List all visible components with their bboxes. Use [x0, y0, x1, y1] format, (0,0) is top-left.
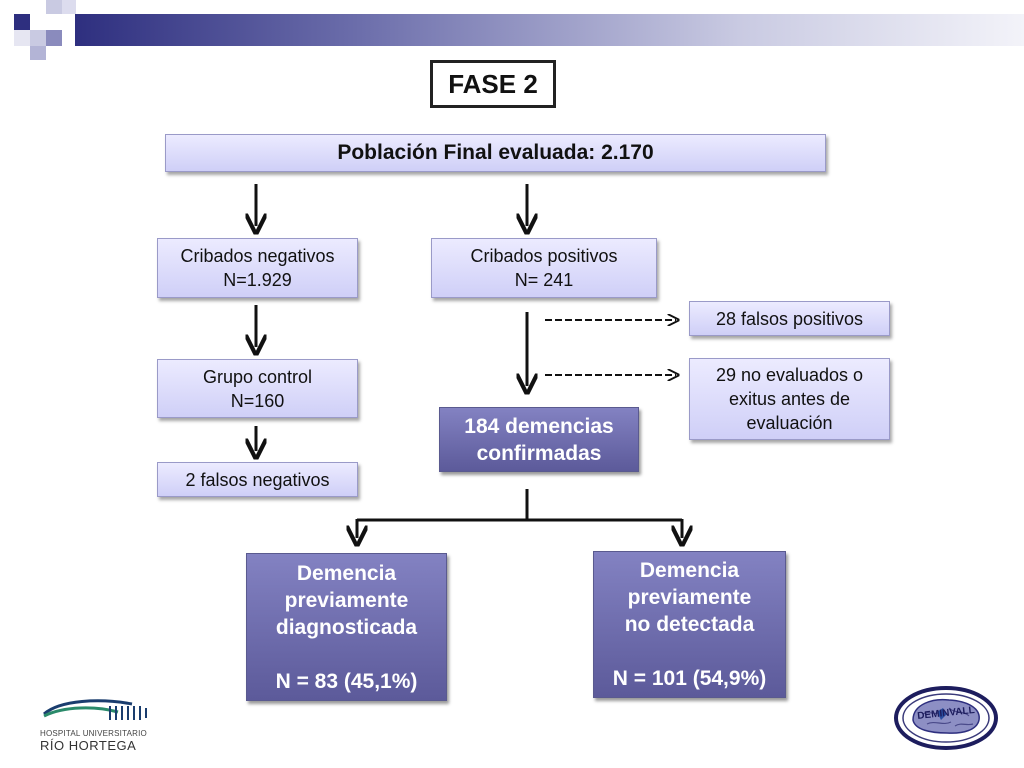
negatives-box: Cribados negativos N=1.929: [157, 238, 358, 298]
header-square-6: [30, 46, 46, 60]
false-negatives-box: 2 falsos negativos: [157, 462, 358, 497]
not-evaluated-box: 29 no evaluados o exitus antes de evalua…: [689, 358, 890, 440]
diagnosed-line3: diagnosticada: [275, 615, 418, 639]
confirmed-line1: 184 demencias: [464, 414, 614, 438]
false-positives-box: 28 falsos positivos: [689, 301, 890, 336]
hospital-logo: Hospital Universitario Río Hortega: [40, 696, 160, 756]
positives-count: N= 241: [514, 270, 574, 290]
deminvall-logo: DEMINVALL: [893, 686, 999, 750]
diagnosed-line2: previamente: [284, 588, 409, 612]
header-square-5: [46, 30, 62, 46]
hospital-name-line2: Río Hortega: [40, 738, 137, 753]
header-square-7: [14, 30, 30, 46]
control-count: N=160: [230, 390, 285, 411]
not-evaluated-line1: 29 no evaluados o: [715, 365, 864, 385]
confirmed-box: 184 demencias confirmadas: [439, 407, 639, 472]
hospital-logo-mark-icon: [43, 699, 147, 720]
undetected-line3: no detectada: [624, 613, 755, 636]
header-square-2: [46, 0, 62, 14]
confirmed-line2: confirmadas: [476, 441, 602, 465]
not-evaluated-line3: evaluación: [746, 413, 833, 433]
diagnosed-box: Demencia previamente diagnosticada N = 8…: [246, 553, 447, 701]
control-box: Grupo control N=160: [157, 359, 358, 418]
false-negatives-label: 2 falsos negativos: [185, 469, 330, 490]
header-square-4: [30, 30, 46, 46]
false-positives-label: 28 falsos positivos: [715, 308, 864, 329]
header-gradient-bar: [75, 14, 1024, 46]
undetected-line2: previamente: [627, 586, 752, 609]
positives-box: Cribados positivos N= 241: [431, 238, 657, 298]
undetected-count: N = 101 (54,9%): [612, 667, 767, 690]
negatives-count: N=1.929: [223, 270, 292, 290]
undetected-line1: Demencia: [639, 559, 740, 582]
negatives-label: Cribados negativos: [180, 246, 335, 266]
undetected-box: Demencia previamente no detectada N = 10…: [593, 551, 786, 698]
diagnosed-line1: Demencia: [296, 561, 397, 585]
slide-title: FASE 2: [430, 60, 556, 108]
header-square-1: [14, 14, 30, 30]
header-square-3: [62, 0, 76, 14]
positives-label: Cribados positivos: [470, 246, 618, 266]
root-label: Población Final evaluada: 2.170: [337, 141, 654, 164]
hospital-name-line1: Hospital Universitario: [40, 729, 147, 738]
not-evaluated-line2: exitus antes de: [728, 389, 851, 409]
control-label: Grupo control: [202, 366, 313, 387]
brain-emblem-icon: [894, 686, 998, 750]
diagnosed-count: N = 83 (45,1%): [275, 669, 418, 693]
root-box: Población Final evaluada: 2.170: [165, 134, 826, 172]
